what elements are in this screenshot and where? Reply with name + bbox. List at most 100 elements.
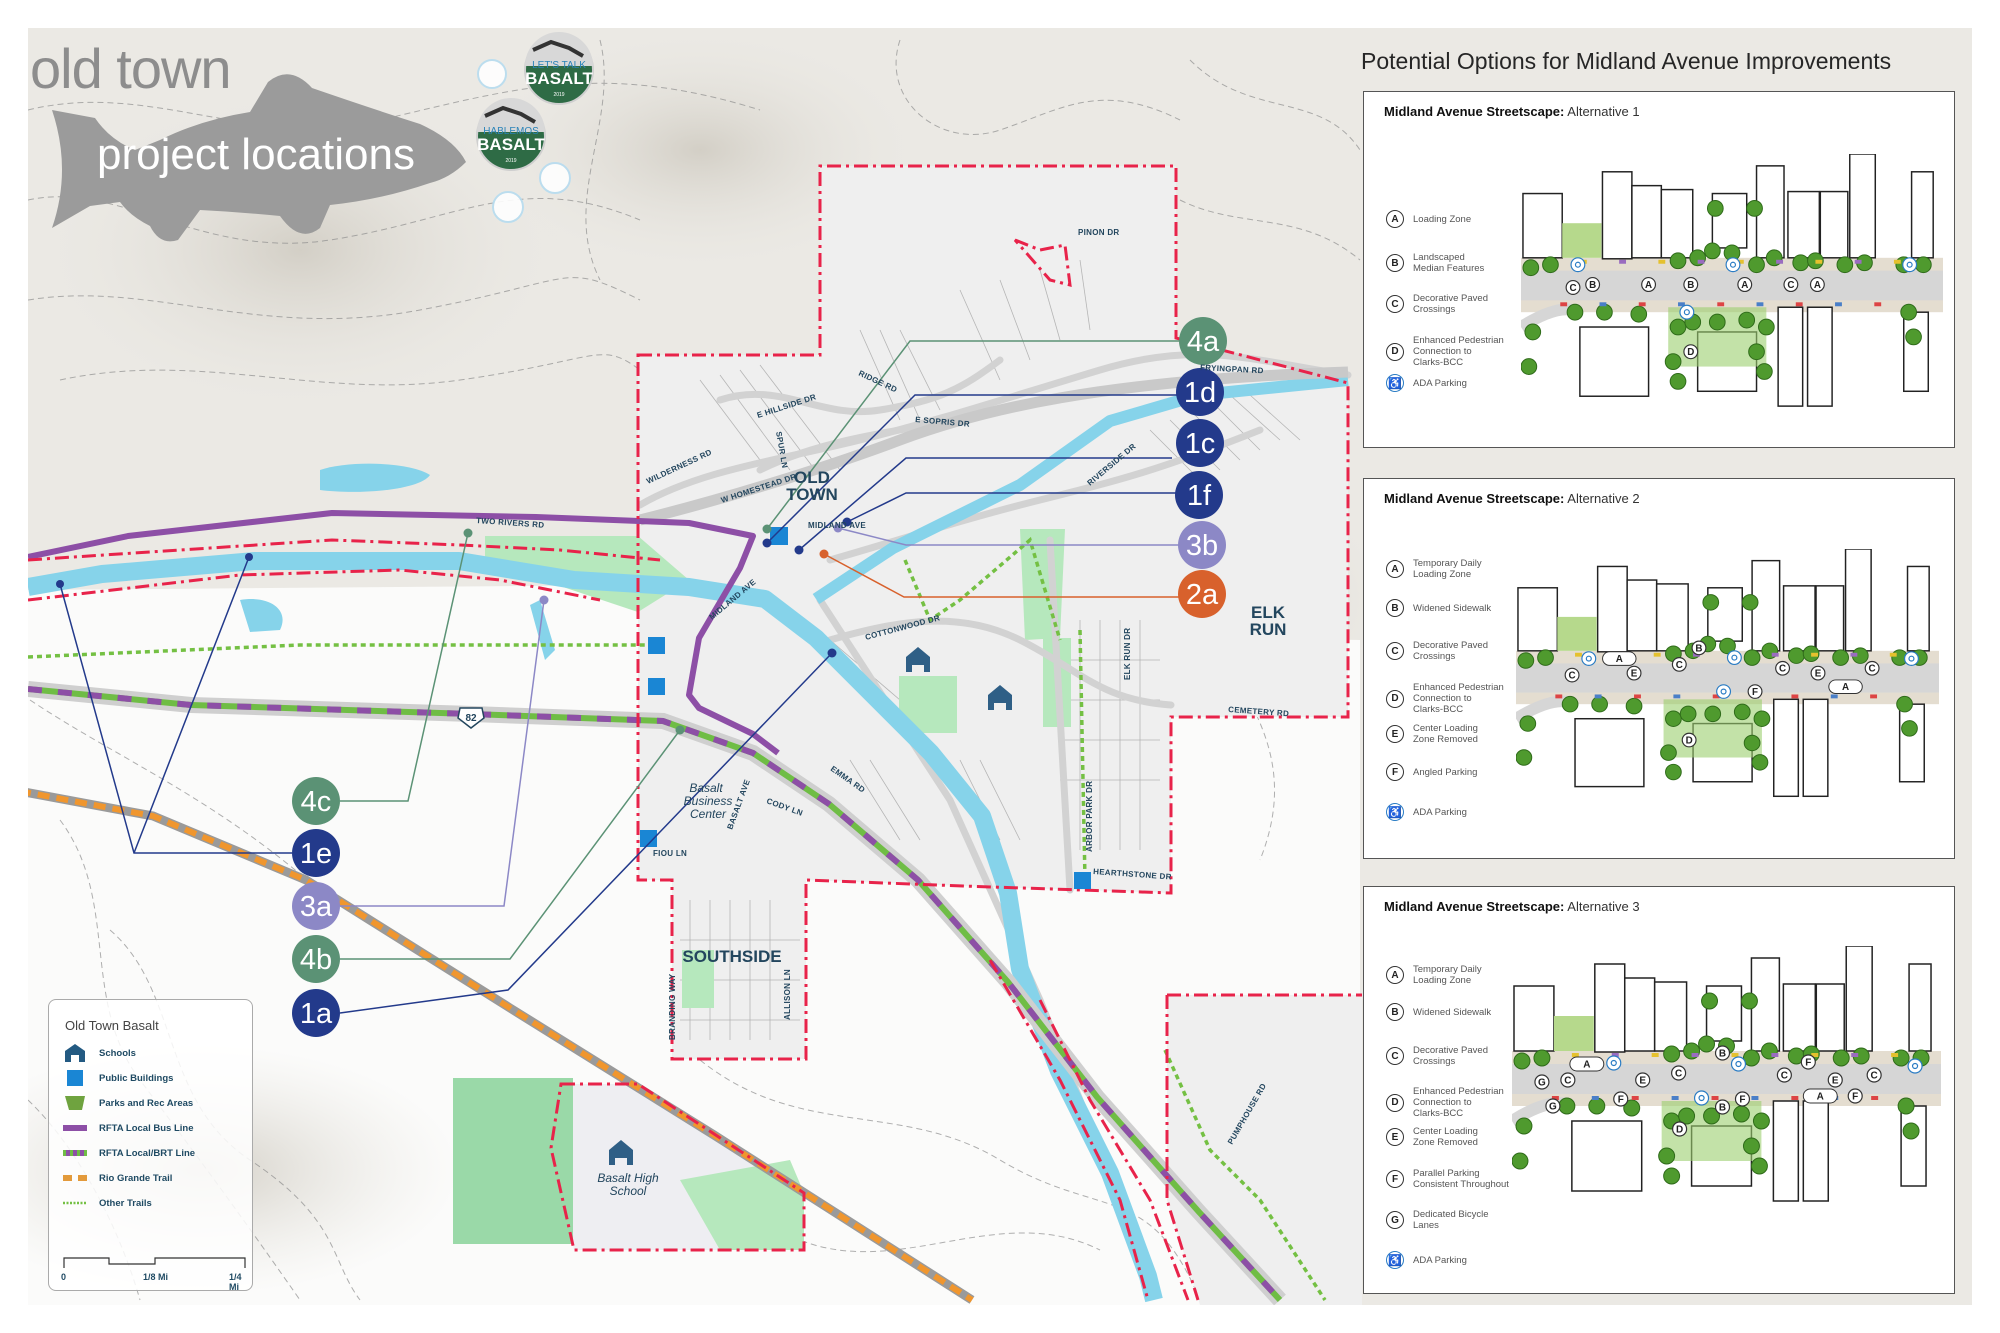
plan-callout-letter: C xyxy=(1869,664,1876,675)
building xyxy=(1908,963,1932,1052)
key-letter-icon: A xyxy=(1386,560,1404,578)
project-marker-4a[interactable]: 4a xyxy=(1179,317,1227,365)
tree xyxy=(1787,647,1805,664)
tree xyxy=(1663,1167,1681,1185)
tree xyxy=(1664,353,1682,371)
plan-legend-label: Temporary Daily Loading Zone xyxy=(1413,558,1482,580)
plan-callout: E xyxy=(1626,665,1642,681)
tree xyxy=(1591,695,1608,713)
plan-legend-label: Loading Zone xyxy=(1413,213,1472,225)
tree xyxy=(1588,1097,1606,1115)
plan-legend-label: Decorative Paved Crossings xyxy=(1413,640,1488,662)
scale-zero: 0 xyxy=(61,1272,67,1282)
plan-callout: E xyxy=(1810,665,1826,681)
plan-callout-letter: G xyxy=(1538,1077,1546,1088)
plan-callout-letter: F xyxy=(1739,1094,1745,1105)
building xyxy=(1910,171,1934,259)
building xyxy=(1782,585,1816,652)
plan-legend-item: B Widened Sidewalk xyxy=(1386,599,1516,617)
bubble-circles xyxy=(477,59,571,223)
leader-lines xyxy=(59,340,1180,1014)
building xyxy=(1653,981,1688,1052)
other-trails-icon xyxy=(63,1196,87,1210)
key-letter-icon: G xyxy=(1386,1211,1404,1229)
project-marker-1d[interactable]: 1d xyxy=(1176,368,1224,416)
tree xyxy=(1678,1107,1696,1125)
tree xyxy=(1741,594,1759,611)
marker-label: 1e xyxy=(300,838,332,870)
plan-callout-letter: C xyxy=(1781,1070,1788,1081)
ada-parking-icon xyxy=(1902,257,1918,273)
ada-parking-icon xyxy=(1679,304,1695,320)
building xyxy=(1772,698,1800,798)
plan-callout-letter: B xyxy=(1719,1102,1726,1113)
project-marker-4b[interactable]: 4b xyxy=(292,935,340,983)
plan-callout-letter: C xyxy=(1676,660,1683,671)
plan-callout-letter: C xyxy=(1569,671,1576,682)
tree xyxy=(1753,710,1771,727)
tree xyxy=(1832,1049,1850,1067)
plan-callout-letter: F xyxy=(1618,1094,1624,1105)
plan-legend-label: Enhanced Pedestrian Connection to Clarks… xyxy=(1413,1086,1504,1119)
tree xyxy=(1742,1137,1760,1155)
alternative-2-panel: Midland Avenue Streetscape: Alternative … xyxy=(1363,478,1955,859)
tree xyxy=(1752,1112,1770,1130)
marker-label: 1a xyxy=(300,998,333,1030)
plan-callout: C xyxy=(1671,1065,1687,1081)
key-letter-icon: B xyxy=(1386,599,1404,617)
highway-82-shield: 82 xyxy=(457,707,485,729)
building xyxy=(1903,311,1930,393)
building xyxy=(1596,565,1628,653)
panel-title: Midland Avenue Streetscape: Alternative … xyxy=(1384,491,1640,506)
plan-callout: A xyxy=(1737,276,1753,293)
frying-pan-road xyxy=(638,366,1349,526)
project-marker-1e[interactable]: 1e xyxy=(292,829,340,877)
badge-main-text: BASALT xyxy=(477,135,545,154)
plan-legend-label: Widened Sidewalk xyxy=(1413,602,1492,614)
plan-callout: A xyxy=(1641,276,1657,293)
project-marker-2a[interactable]: 2a xyxy=(1178,570,1226,618)
marker-circle xyxy=(292,989,340,1037)
plan-callout: C xyxy=(1671,657,1687,672)
project-marker-1a[interactable]: 1a xyxy=(292,989,340,1037)
badge-top-text: LET'S TALK xyxy=(532,60,586,71)
project-marker-3a[interactable]: 3a xyxy=(292,882,340,930)
project-marker-3b[interactable]: 3b xyxy=(1178,521,1226,569)
plan-legend-label: ADA Parking xyxy=(1413,806,1467,818)
plan-callout: A xyxy=(1569,1056,1605,1072)
svg-text:MIDLAND AVE: MIDLAND AVE xyxy=(808,521,866,530)
tree xyxy=(1743,649,1761,666)
tree xyxy=(1669,252,1687,270)
school-icon xyxy=(609,1140,633,1165)
marker-label: 1f xyxy=(1187,480,1212,512)
svg-text:FIOU LN: FIOU LN xyxy=(653,849,687,858)
key-letter-icon: E xyxy=(1386,725,1404,743)
key-letter-icon: B xyxy=(1386,254,1404,272)
marker-circle xyxy=(1179,317,1227,365)
school-icon xyxy=(988,685,1012,710)
tree xyxy=(1746,199,1763,217)
project-marker-1c[interactable]: 1c xyxy=(1176,419,1224,467)
plan-callout-letter: A xyxy=(1741,280,1748,291)
plan-callout-letter: E xyxy=(1639,1075,1646,1086)
tree xyxy=(1836,256,1854,274)
tree xyxy=(1665,710,1682,727)
key-letter-icon: A xyxy=(1386,966,1404,984)
tree xyxy=(1751,754,1769,771)
tree xyxy=(1542,256,1559,274)
panel-title-bold: Midland Avenue Streetscape: xyxy=(1384,899,1565,914)
building xyxy=(1571,1120,1643,1192)
project-marker-1f[interactable]: 1f xyxy=(1175,471,1223,519)
business-center-label: Business xyxy=(684,794,733,808)
ada-parking-icon: ♿ xyxy=(1386,374,1404,392)
svg-text:FRYINGPAN RD: FRYINGPAN RD xyxy=(1200,363,1264,375)
plan-legend-label: ADA Parking xyxy=(1413,377,1467,389)
town-boundary xyxy=(28,164,1362,1301)
project-marker-4c[interactable]: 4c xyxy=(292,777,340,825)
